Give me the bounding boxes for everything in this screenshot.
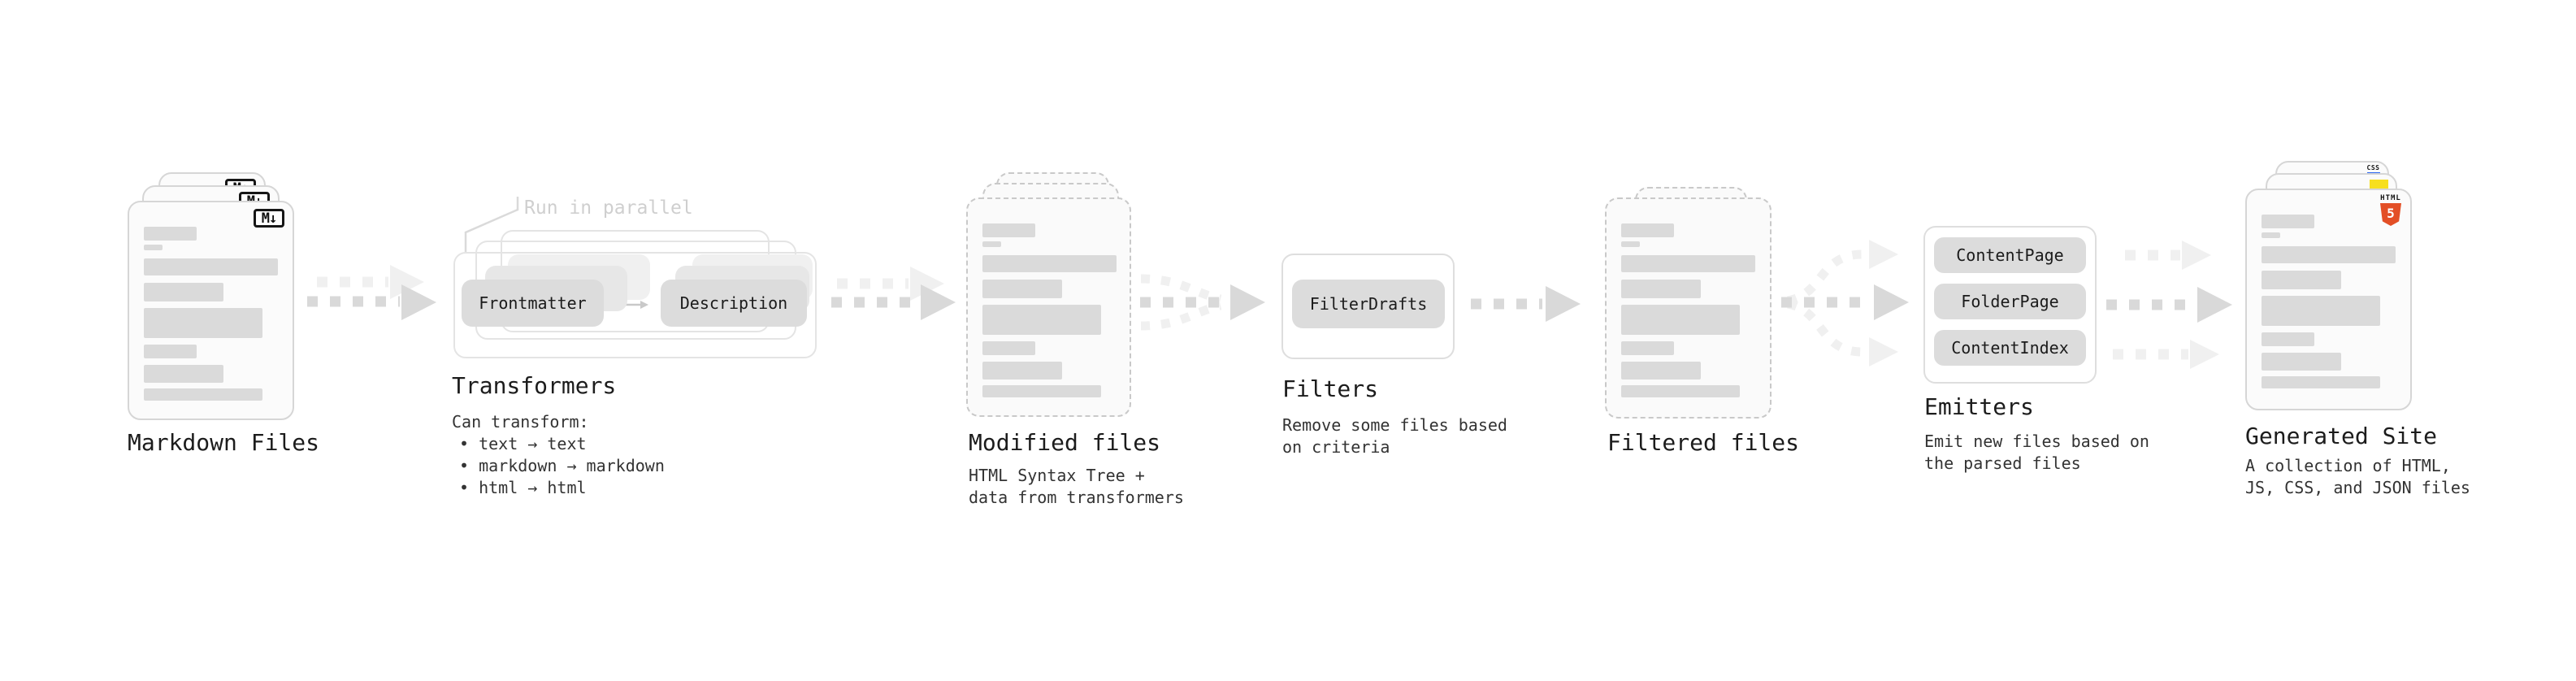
markdown-files-title: Markdown Files: [128, 429, 320, 456]
transformers-description: Can transform: • text → text • markdown …: [452, 411, 665, 499]
filterdrafts-pill: FilterDrafts: [1292, 280, 1445, 328]
arrow-transformers-to-modified: [831, 267, 956, 320]
text-placeholder-bar: [982, 341, 1035, 355]
body-line: Emit new files based on: [1924, 432, 2149, 451]
text-placeholder-bar: [144, 388, 262, 401]
arrow-modified-to-filters: [1140, 274, 1265, 331]
text-placeholder-bar: [2262, 271, 2341, 289]
text-placeholder-bar: [1621, 385, 1740, 397]
arrow-markdown-to-transformers: [307, 265, 436, 320]
markdown-file-card-front: M↓: [128, 201, 294, 420]
generated-file-card-html: HTML 5: [2245, 189, 2412, 410]
generated-site-title: Generated Site: [2245, 423, 2438, 449]
text-placeholder-bar: [2262, 353, 2341, 371]
text-placeholder-bar: [2262, 232, 2280, 238]
run-in-parallel-note: Run in parallel: [524, 197, 693, 219]
text-placeholder-bar: [982, 362, 1062, 380]
text-placeholder-bar: [144, 365, 223, 383]
modified-files-description: HTML Syntax Tree + data from transformer…: [969, 465, 1184, 509]
text-placeholder-bar: [1621, 223, 1674, 237]
body-line: data from transformers: [969, 488, 1184, 507]
body-line: Can transform:: [452, 412, 589, 432]
arrow-filters-to-filtered: [1471, 286, 1581, 322]
text-placeholder-bar: [982, 385, 1101, 397]
body-line: • text → text: [459, 434, 587, 453]
text-placeholder-bar: [982, 255, 1117, 272]
markdown-icon: M↓: [254, 209, 284, 228]
body-line: the parsed files: [1924, 453, 2081, 473]
emitters-title: Emitters: [1924, 393, 2034, 420]
text-placeholder-bar: [1621, 305, 1740, 335]
body-line: A collection of HTML,: [2245, 456, 2451, 475]
generated-site-description: A collection of HTML, JS, CSS, and JSON …: [2245, 455, 2470, 499]
body-line: Remove some files based: [1282, 415, 1507, 435]
text-placeholder-bar: [1621, 341, 1674, 355]
javascript-icon: [2370, 180, 2388, 189]
text-placeholder-bar: [982, 280, 1062, 298]
text-placeholder-bar: [2262, 332, 2314, 346]
text-placeholder-bar: [144, 345, 197, 358]
text-placeholder-bar: [144, 245, 163, 250]
text-placeholder-bar: [1621, 255, 1755, 272]
body-line: • html → html: [459, 478, 587, 497]
modified-file-card-front: [966, 197, 1131, 417]
description-pill: Description: [661, 280, 807, 327]
transformer-layer-front: [453, 252, 817, 358]
arrow-emitters-to-generated: [2106, 241, 2232, 369]
transformers-title: Transformers: [452, 372, 617, 399]
filters-title: Filters: [1282, 375, 1379, 402]
frontmatter-pill: Frontmatter: [462, 280, 604, 327]
text-placeholder-bar: [2262, 215, 2314, 228]
emitters-description: Emit new files based on the parsed files: [1924, 431, 2149, 475]
contentpage-pill: ContentPage: [1934, 237, 2086, 273]
html5-icon: HTML 5: [2380, 194, 2401, 226]
text-placeholder-bar: [982, 241, 1001, 247]
text-placeholder-bar: [144, 283, 223, 301]
filtered-file-card-front: [1605, 197, 1772, 419]
folderpage-pill: FolderPage: [1934, 284, 2086, 319]
text-placeholder-bar: [2262, 376, 2380, 388]
body-line: HTML Syntax Tree +: [969, 466, 1145, 485]
text-placeholder-bar: [144, 258, 278, 275]
text-placeholder-bar: [1621, 241, 1640, 247]
filters-description: Remove some files based on criteria: [1282, 414, 1507, 458]
text-placeholder-bar: [2262, 296, 2380, 326]
text-placeholder-bar: [982, 223, 1035, 237]
body-line: JS, CSS, and JSON files: [2245, 478, 2470, 497]
text-placeholder-bar: [982, 305, 1101, 335]
text-placeholder-bar: [1621, 362, 1701, 380]
filtered-files-title: Filtered files: [1607, 429, 1800, 456]
body-line: • markdown → markdown: [459, 456, 665, 475]
arrow-filtered-to-emitters: [1781, 240, 1909, 367]
text-placeholder-bar: [144, 308, 262, 338]
body-line: on criteria: [1282, 437, 1390, 457]
contentindex-pill: ContentIndex: [1934, 330, 2086, 366]
text-placeholder-bar: [1621, 280, 1701, 298]
text-placeholder-bar: [2262, 246, 2396, 263]
modified-files-title: Modified files: [969, 429, 1161, 456]
text-placeholder-bar: [144, 227, 197, 241]
